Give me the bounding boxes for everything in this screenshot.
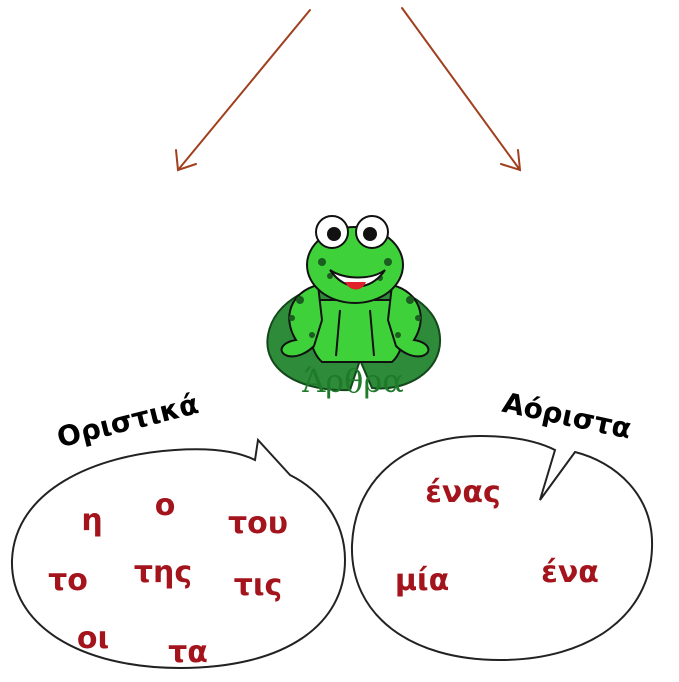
definite-word: το (48, 563, 88, 598)
definite-word: του (228, 506, 288, 541)
frog-left-leg (280, 283, 324, 358)
indefinite-word: ένα (541, 555, 599, 590)
definite-word: ο (155, 488, 176, 523)
frog-right-leg (386, 283, 430, 358)
definite-title: Οριστικά (54, 387, 202, 454)
arrow-left (175, 9, 311, 172)
definite-word: τα (168, 635, 208, 670)
frog-logo: Άρθρα (266, 215, 442, 400)
arrow-right (401, 7, 522, 172)
definite-bubble (10, 437, 347, 670)
frog-mouth (329, 269, 386, 288)
definite-word: τις (234, 568, 283, 603)
indefinite-title: Αόριστα (500, 386, 635, 445)
frog-front-legs (335, 309, 375, 357)
definite-word: η (81, 503, 102, 538)
frog-spots (289, 258, 421, 338)
frog-eyes (315, 215, 389, 249)
indefinite-bubble (350, 434, 654, 662)
indefinite-word: ένας (425, 475, 501, 510)
indefinite-word: μία (395, 563, 449, 598)
logo-label: Άρθρα (301, 362, 404, 400)
definite-word: της (134, 555, 192, 590)
definite-word: οι (77, 621, 109, 656)
frog-tongue (345, 282, 366, 290)
